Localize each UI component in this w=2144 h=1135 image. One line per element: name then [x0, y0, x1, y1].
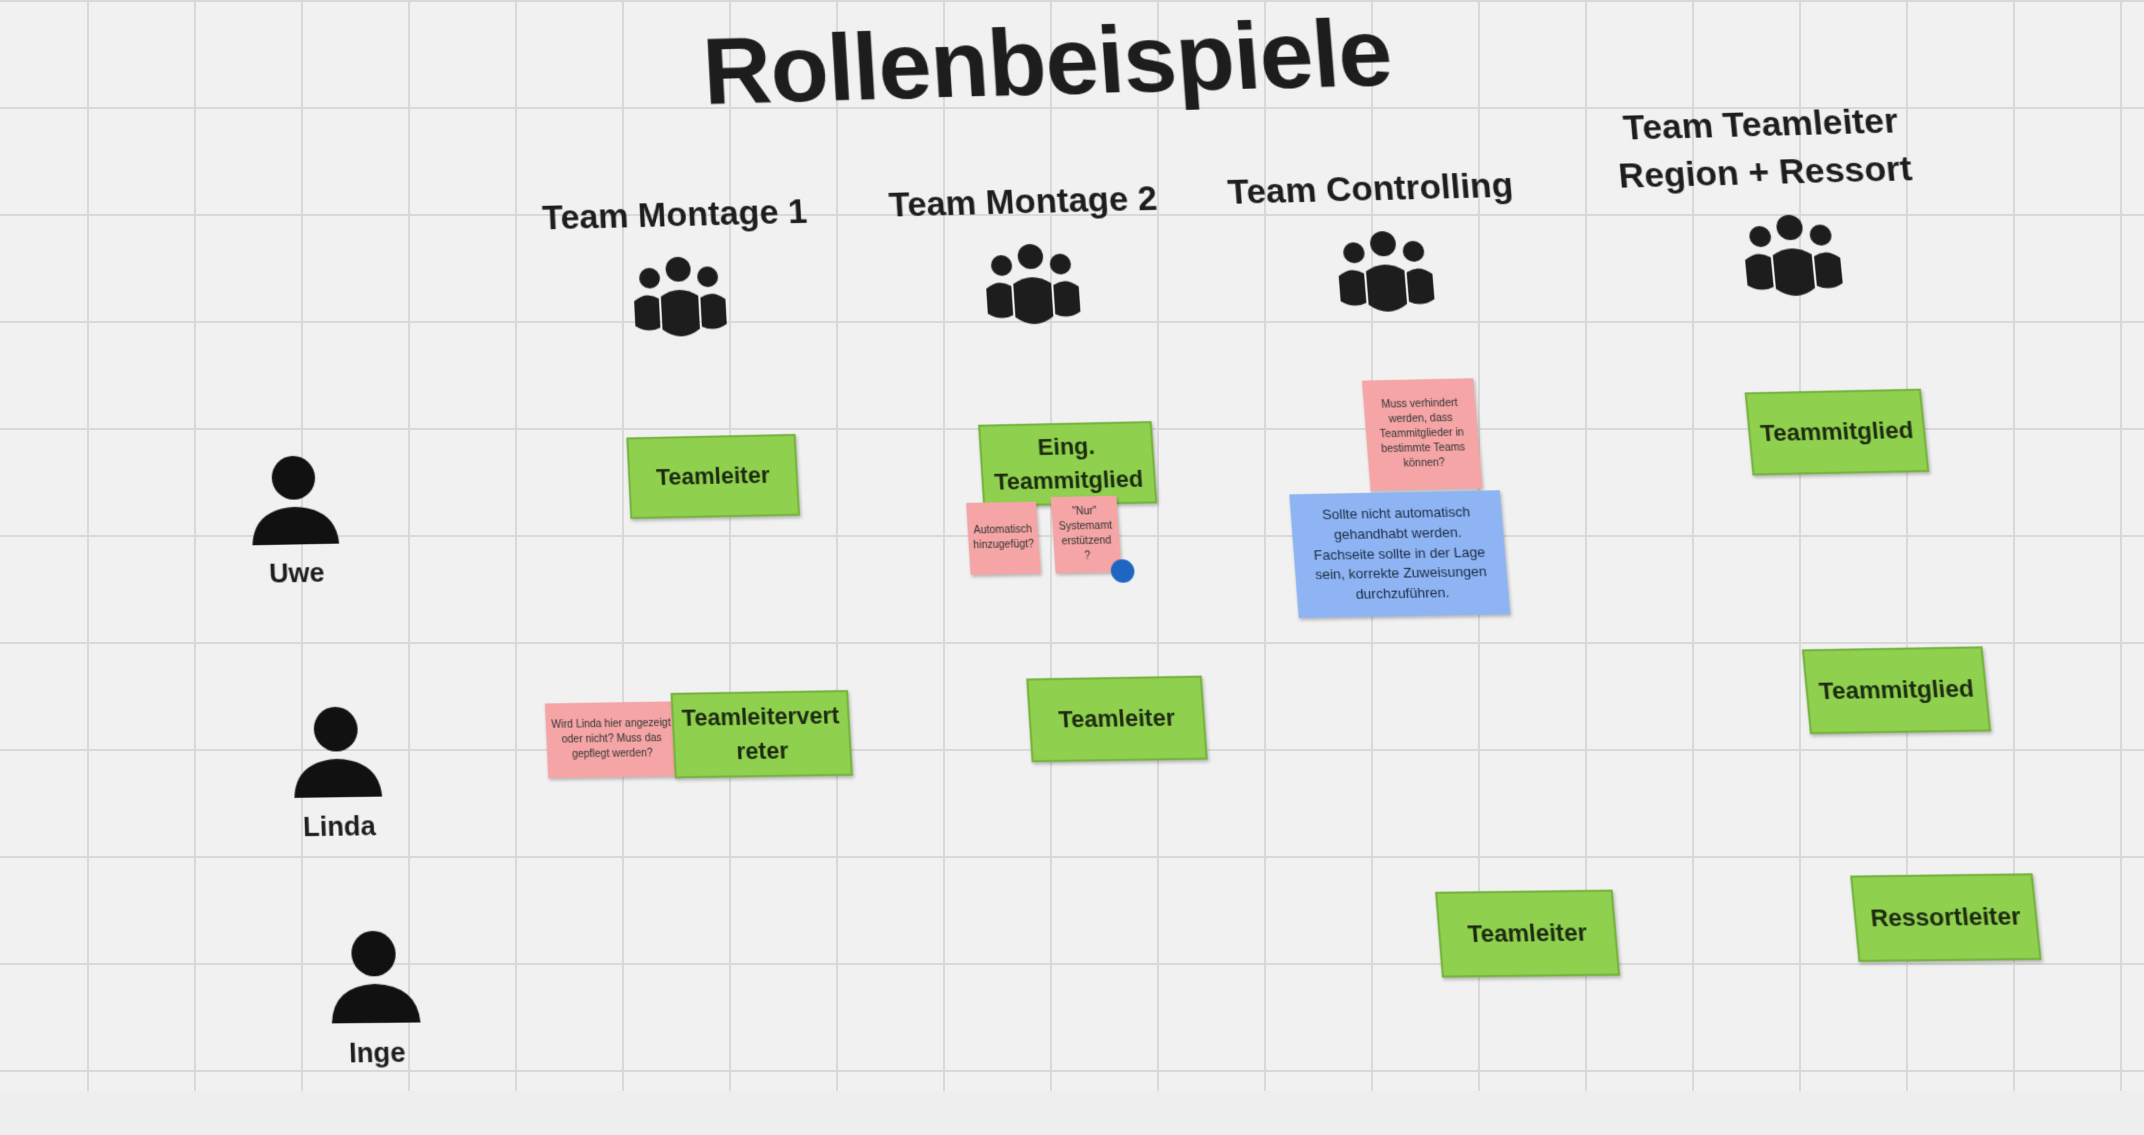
person-inge[interactable]: Inge [325, 929, 425, 1070]
role-sticky-uwe-region[interactable]: Teammitglied [1744, 388, 1930, 476]
person-name: Inge [348, 1035, 407, 1069]
team-group-icon [633, 256, 728, 337]
role-sticky-linda-region[interactable]: Teammitglied [1801, 646, 1992, 735]
comment-sticky-automatisch[interactable]: Automatisch hinzugefügt? [966, 501, 1041, 575]
whiteboard-canvas[interactable]: Rollenbeispiele Team Montage 1 Team Mont… [0, 0, 2144, 1091]
team-header-region-ressort[interactable]: Team Teamleiter Region + Ressort [1616, 101, 1914, 196]
person-linda[interactable]: Linda [288, 705, 387, 844]
team-header-montage-1[interactable]: Team Montage 1 [541, 191, 809, 237]
comment-sticky-wird-linda[interactable]: Wird Linda hier angezeigt oder nicht? Mu… [544, 701, 679, 779]
person-name: Uwe [268, 556, 326, 589]
person-name: Linda [302, 809, 377, 843]
team-header-controlling[interactable]: Team Controlling [1226, 165, 1515, 212]
role-sticky-uwe-montage-2[interactable]: Eing. Teammitglied [978, 421, 1158, 507]
person-icon [330, 930, 421, 1024]
cursor-dot[interactable] [1110, 559, 1136, 583]
board-title[interactable]: Rollenbeispiele [700, 0, 1396, 124]
comment-sticky-sollte-nicht[interactable]: Sollte nicht automatisch gehandhabt werd… [1289, 490, 1511, 619]
team-group-icon [1744, 214, 1844, 297]
team-header-montage-2[interactable]: Team Montage 2 [887, 178, 1159, 224]
team-group-icon [1338, 230, 1435, 313]
person-icon [293, 706, 383, 798]
role-sticky-inge-controlling[interactable]: Teamleiter [1435, 889, 1621, 978]
comment-sticky-muss-verhindert[interactable]: Muss verhindert werden, dass Teammitglie… [1361, 378, 1483, 491]
team-group-icon [985, 243, 1081, 325]
person-icon [251, 455, 340, 546]
comment-sticky-nur-systemamt[interactable]: "Nur" Systemamt erstützend ? [1050, 495, 1122, 574]
role-sticky-inge-region[interactable]: Ressortleiter [1850, 873, 2042, 963]
role-sticky-linda-montage-2[interactable]: Teamleiter [1026, 675, 1208, 763]
person-uwe[interactable]: Uwe [246, 454, 344, 590]
role-sticky-uwe-montage-1[interactable]: Teamleiter [626, 433, 801, 520]
role-sticky-linda-montage-1[interactable]: Teamleitervert reter [670, 690, 853, 779]
